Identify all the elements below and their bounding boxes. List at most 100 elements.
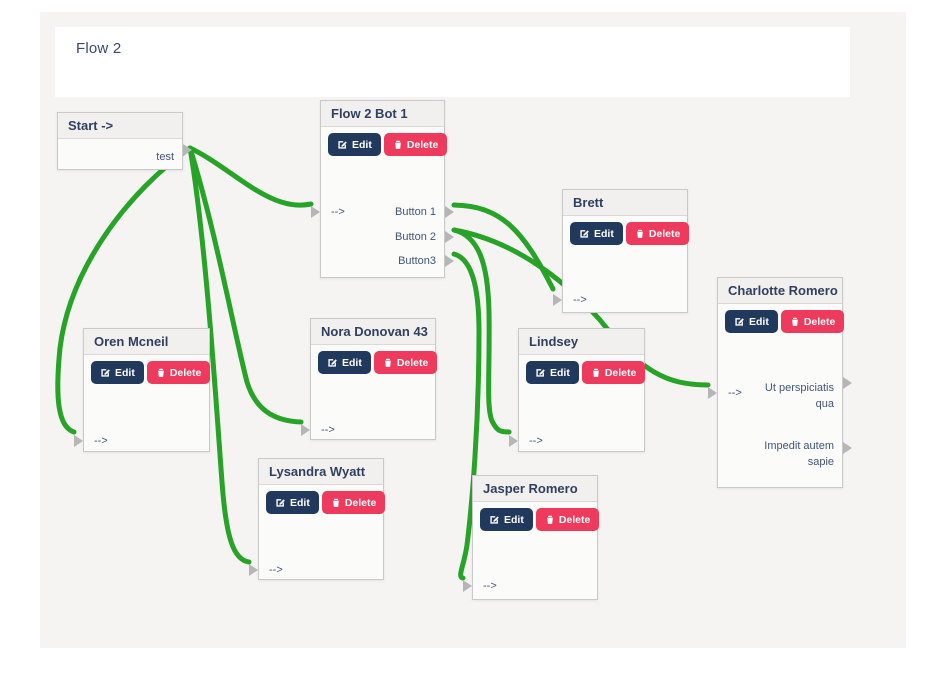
delete-button[interactable]: Delete	[625, 222, 690, 245]
edit-pencil-icon	[337, 139, 348, 150]
node-title: Nora Donovan 43	[311, 319, 435, 345]
edit-button[interactable]: Edit	[318, 351, 371, 374]
output-connector[interactable]	[445, 206, 454, 218]
delete-button[interactable]: Delete	[373, 351, 438, 374]
input-connector[interactable]	[74, 435, 83, 447]
node-title: Lysandra Wyatt	[259, 459, 383, 485]
edit-button[interactable]: Edit	[725, 310, 778, 333]
edit-button-label: Edit	[550, 366, 570, 379]
node-title: Charlotte Romero	[718, 278, 842, 304]
edit-pencil-icon	[734, 316, 745, 327]
delete-button[interactable]: Delete	[321, 491, 386, 514]
delete-button-label: Delete	[169, 366, 202, 379]
delete-button[interactable]: Delete	[383, 133, 448, 156]
node-title: Flow 2 Bot 1	[321, 101, 444, 127]
delete-button-label: Delete	[648, 227, 681, 240]
connection-curve[interactable]	[187, 145, 252, 565]
node-start[interactable]: Start -> test	[57, 112, 192, 170]
trash-icon	[790, 316, 800, 327]
output-connector[interactable]	[843, 377, 852, 389]
output-label: Ut perspiciatis qua	[764, 382, 834, 410]
input-connector[interactable]	[311, 206, 320, 218]
connection-curve[interactable]	[187, 145, 314, 208]
delete-button-label: Delete	[604, 366, 637, 379]
node-title: Brett	[563, 190, 687, 216]
connection-curve[interactable]	[187, 145, 304, 425]
input-connector[interactable]	[301, 424, 310, 436]
flow-header-card: Flow 2	[55, 27, 850, 97]
edit-button[interactable]: Edit	[480, 508, 533, 531]
trash-icon	[635, 228, 645, 239]
delete-button[interactable]: Delete	[146, 361, 211, 384]
node-flow2bot1[interactable]: Flow 2 Bot 1 Edit Delete --> Button 1 Bu…	[311, 100, 454, 278]
edit-button-label: Edit	[115, 366, 135, 379]
edit-pencil-icon	[327, 357, 338, 368]
node-title: Start ->	[58, 113, 182, 139]
output-label: Button3	[398, 255, 436, 267]
edit-button[interactable]: Edit	[91, 361, 144, 384]
delete-button[interactable]: Delete	[535, 508, 600, 531]
output-label: Button 1	[395, 206, 436, 218]
input-connector[interactable]	[249, 564, 258, 576]
node-lysandra[interactable]: Lysandra Wyatt Edit Delete -->	[249, 458, 386, 580]
delete-button-label: Delete	[558, 513, 591, 526]
edit-button[interactable]: Edit	[526, 361, 579, 384]
edit-pencil-icon	[489, 514, 500, 525]
delete-button-label: Delete	[406, 138, 439, 151]
connection-curve[interactable]	[55, 145, 193, 435]
delete-button-label: Delete	[803, 315, 836, 328]
edit-pencil-icon	[100, 367, 111, 378]
input-arrow-label: -->	[728, 387, 742, 399]
trash-icon	[331, 497, 341, 508]
node-charlotte[interactable]: Charlotte Romero Edit Delete --> Ut pers…	[708, 277, 852, 488]
edit-button-label: Edit	[290, 496, 310, 509]
input-arrow-label: -->	[321, 424, 335, 436]
edit-button-label: Edit	[749, 315, 769, 328]
output-label: Button 2	[395, 231, 436, 243]
input-arrow-label: -->	[529, 435, 543, 447]
connection-curve[interactable]	[451, 227, 711, 388]
edit-button-label: Edit	[594, 227, 614, 240]
output-label: Impedit autem sapie	[764, 440, 834, 468]
node-brett[interactable]: Brett Edit Delete -->	[553, 189, 690, 313]
node-title: Oren Mcneil	[84, 329, 209, 355]
output-connector[interactable]	[843, 442, 852, 454]
output-connector[interactable]	[445, 255, 454, 267]
delete-button[interactable]: Delete	[581, 361, 646, 384]
connection-curve[interactable]	[451, 227, 512, 435]
node-jasper[interactable]: Jasper Romero Edit Delete -->	[463, 475, 600, 600]
edit-pencil-icon	[535, 367, 546, 378]
edit-button[interactable]: Edit	[328, 133, 381, 156]
node-oren[interactable]: Oren Mcneil Edit Delete -->	[74, 328, 211, 452]
edit-pencil-icon	[275, 497, 286, 508]
input-connector[interactable]	[463, 580, 472, 592]
trash-icon	[156, 367, 166, 378]
input-arrow-label: -->	[483, 580, 497, 592]
input-connector[interactable]	[708, 387, 717, 399]
trash-icon	[383, 357, 393, 368]
node-title: Jasper Romero	[473, 476, 597, 502]
input-connector[interactable]	[509, 435, 518, 447]
edit-button[interactable]: Edit	[570, 222, 623, 245]
output-connector[interactable]	[445, 231, 454, 243]
input-arrow-label: -->	[269, 564, 283, 576]
output-connector[interactable]	[183, 144, 192, 156]
trash-icon	[545, 514, 555, 525]
input-arrow-label: -->	[573, 294, 587, 306]
edit-button[interactable]: Edit	[266, 491, 319, 514]
input-arrow-label: -->	[331, 206, 345, 218]
edit-button-label: Edit	[504, 513, 524, 526]
edit-pencil-icon	[579, 228, 590, 239]
node-lindsey[interactable]: Lindsey Edit Delete -->	[509, 328, 646, 452]
output-label: test	[156, 151, 174, 163]
trash-icon	[393, 139, 403, 150]
input-connector[interactable]	[553, 294, 562, 306]
trash-icon	[591, 367, 601, 378]
node-title: Lindsey	[519, 329, 644, 355]
delete-button[interactable]: Delete	[780, 310, 845, 333]
input-arrow-label: -->	[94, 435, 108, 447]
connection-curve[interactable]	[451, 251, 482, 581]
delete-button-label: Delete	[344, 496, 377, 509]
node-nora[interactable]: Nora Donovan 43 Edit Delete -->	[301, 318, 438, 440]
